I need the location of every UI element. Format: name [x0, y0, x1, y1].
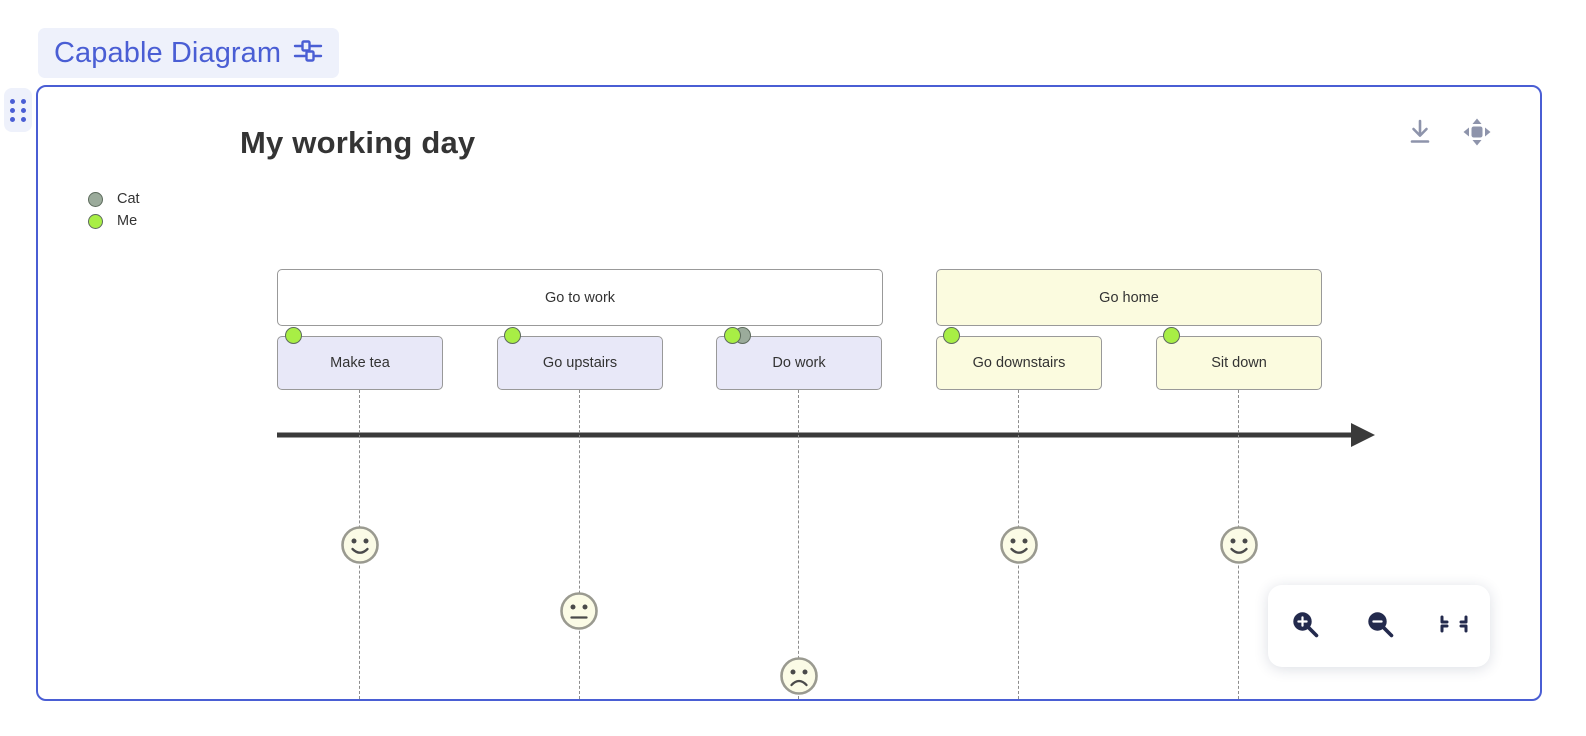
legend-label-me: Me: [117, 213, 138, 229]
task-box-do-work[interactable]: Do work: [716, 336, 882, 390]
fit-to-screen-icon[interactable]: [1438, 608, 1470, 645]
canvas-toolbar: [1406, 117, 1492, 152]
legend-item-cat: Cat: [88, 188, 140, 210]
page-title: Capable Diagram: [54, 36, 282, 69]
task-lifeline: [579, 390, 580, 699]
group-box-label: Go home: [1099, 289, 1159, 306]
zoom-in-icon[interactable]: [1288, 607, 1322, 646]
task-box-label: Go upstairs: [542, 355, 618, 371]
app-header: Capable Diagram: [38, 28, 340, 78]
drag-handle-dots: [10, 98, 26, 122]
legend-label-cat: Cat: [117, 191, 140, 207]
mood-face-sad: [780, 657, 818, 695]
drag-dots-icon[interactable]: [4, 88, 32, 132]
task-box-go-upstairs[interactable]: Go upstairs: [497, 336, 663, 390]
sliders-icon[interactable]: [293, 38, 323, 69]
legend-dot-me: [88, 213, 103, 229]
group-box-go-home[interactable]: Go home: [936, 269, 1322, 326]
mood-face-happy: [1000, 526, 1038, 564]
task-box-sit-down[interactable]: Sit down: [1156, 336, 1322, 390]
fullscreen-icon[interactable]: [1462, 117, 1492, 152]
task-box-go-downstairs[interactable]: Go downstairs: [936, 336, 1102, 390]
timeline-axis: [277, 423, 1375, 447]
mood-face-happy: [1220, 526, 1258, 564]
group-box-go-to-work[interactable]: Go to work: [277, 269, 883, 326]
mood-face-happy: [341, 526, 379, 564]
task-lifeline: [798, 390, 799, 699]
actor-dot-me[interactable]: [285, 327, 302, 344]
task-box-label: Do work: [772, 355, 826, 371]
legend-dot-cat: [88, 191, 103, 207]
actor-dot-me[interactable]: [724, 327, 741, 344]
actor-dot-me[interactable]: [504, 327, 521, 344]
zoom-control-panel: [1268, 585, 1490, 667]
group-box-label: Go to work: [544, 289, 616, 306]
diagram-title: My working day: [240, 125, 476, 160]
actor-dot-me[interactable]: [1163, 327, 1180, 344]
task-box-label: Go downstairs: [972, 355, 1066, 371]
task-box-make-tea[interactable]: Make tea: [277, 336, 443, 390]
mood-face-neutral: [560, 592, 598, 630]
legend-item-me: Me: [88, 210, 140, 232]
diagram-body: Go to work Go home Make tea Go upstairs …: [38, 87, 1540, 699]
task-box-label: Make tea: [330, 355, 390, 371]
task-box-label: Sit down: [1211, 355, 1267, 371]
download-icon[interactable]: [1406, 118, 1434, 151]
zoom-out-icon[interactable]: [1363, 607, 1397, 646]
legend: Cat Me: [88, 188, 140, 232]
diagram-canvas[interactable]: My working day Cat Me Go to work Go home…: [36, 85, 1542, 701]
actor-dot-me[interactable]: [943, 327, 960, 344]
